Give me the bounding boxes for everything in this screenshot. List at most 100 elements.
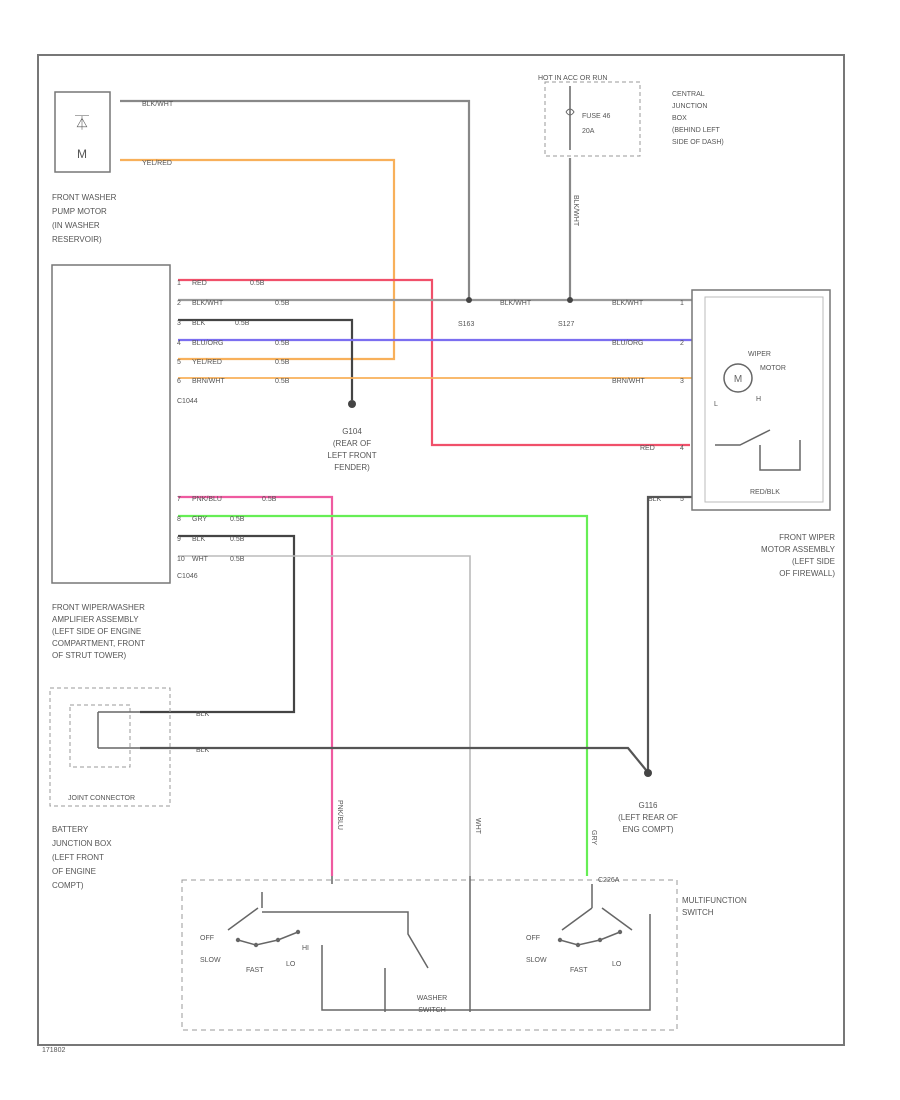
connector-c1044-pins: 1 RED 0.5B 2 BLK/WHT 0.5B 3 BLK 0.5B 4 B… — [177, 280, 290, 405]
wiper-motor-inner-box — [704, 296, 824, 503]
c1044-pin-5: 5 — [177, 359, 181, 366]
c1044-size-1: 0.5B — [250, 280, 265, 287]
motor-pin-bluorg: BLU/ORG — [612, 340, 644, 347]
wiper-assembly-label-3: (LEFT SIDE — [792, 557, 835, 566]
switch1-pos-hi: HI — [302, 945, 309, 952]
bus-wire-label-2: BLK/WHT — [612, 300, 644, 307]
connector-c1046-label: C1046 — [177, 573, 198, 580]
amplifier-label-3: (LEFT SIDE OF ENGINE — [52, 627, 141, 636]
splice-s127-dot — [567, 297, 573, 303]
motor-pin-brnwht: BRN/WHT — [612, 378, 645, 385]
switch2-pos-fast: FAST — [570, 967, 588, 974]
wiper-assembly-label-4: OF FIREWALL) — [779, 569, 835, 578]
switch2-contacts — [559, 931, 621, 946]
central-jb-label-3: BOX — [672, 115, 687, 122]
connector-c226a-label: C226A — [598, 877, 620, 884]
c1046-size-8: 0.5B — [230, 516, 245, 523]
multifunction-switch-outline — [181, 879, 678, 1031]
motor-terminal-h: H — [756, 396, 761, 403]
switch1-contact-4 — [295, 929, 301, 935]
switch2-contact-2 — [575, 942, 581, 948]
switch2-wiring — [561, 884, 633, 931]
ground-g116-dot — [644, 769, 652, 777]
c1046-pin-7: 7 — [177, 496, 181, 503]
switch1-pos-lo: LO — [286, 961, 296, 968]
figure-id: 171802 — [42, 1047, 65, 1054]
connector-c1046-pins: 7 PNK/BLU 0.5B 8 GRY 0.5B 9 BLK 0.5B 10 … — [177, 496, 277, 580]
pump-wire-blk-wht-label: BLK/WHT — [142, 101, 174, 108]
ground-g104-dot — [348, 400, 356, 408]
joint-wire-blk-1: BLK — [196, 711, 210, 718]
switch2-pos-off: OFF — [526, 935, 540, 942]
amplifier-label-1: FRONT WIPER/WASHER — [52, 603, 145, 612]
connector-c1044-label: C1044 — [177, 398, 198, 405]
c1046-wire-10: WHT — [192, 556, 209, 563]
wiper-motor-label-2: MOTOR — [760, 365, 786, 372]
c1044-pin-2: 2 — [177, 300, 181, 307]
pump-motor-label-1: FRONT WASHER — [52, 193, 117, 202]
c1044-pin-3: 3 — [177, 320, 181, 327]
amplifier-label-2: AMPLIFIER ASSEMBLY — [52, 615, 139, 624]
multifunction-label-2: SWITCH — [682, 908, 714, 917]
pump-wire-yel-red-label: YEL/RED — [142, 160, 172, 167]
c1044-wire-4: BLU/ORG — [192, 340, 224, 347]
c1044-pin-1: 1 — [177, 280, 181, 287]
wiper-motor-icon — [723, 363, 753, 393]
g104-label-3: LEFT FRONT — [327, 451, 376, 460]
c1044-wire-3: BLK — [192, 320, 206, 327]
c1046-size-10: 0.5B — [230, 556, 245, 563]
battery-jb-label-4: OF ENGINE — [52, 867, 96, 876]
switch1-pos-slow: SLOW — [200, 957, 221, 964]
c1044-wire-6: BRN/WHT — [192, 378, 225, 385]
motor-terminal-l: L — [714, 401, 718, 408]
central-jb-label-5: SIDE OF DASH) — [672, 139, 724, 146]
central-jb-label-2: JUNCTION — [672, 103, 707, 110]
motor-pin-num-3: 3 — [680, 378, 684, 385]
joint-connector-bus — [97, 711, 140, 749]
wire-pnk-blu — [178, 495, 334, 876]
wiper-assembly-label-1: FRONT WIPER — [779, 533, 835, 542]
motor-pin-red: RED — [640, 445, 655, 452]
c1046-size-9: 0.5B — [230, 536, 245, 543]
central-junction-box-outline — [544, 81, 641, 157]
g116-label-3: ENG COMPT) — [622, 825, 673, 834]
fuse-symbol — [565, 108, 575, 116]
pump-motor-motor-icon: M — [77, 147, 87, 161]
pump-motor-box — [54, 91, 111, 173]
pump-motor-symbol: ⏄ — [75, 115, 89, 131]
switch2-pos-slow: SLOW — [526, 957, 547, 964]
g104-label-4: FENDER) — [334, 463, 370, 472]
joint-connector-outline — [49, 687, 171, 807]
g116-label-2: (LEFT REAR OF — [618, 813, 678, 822]
switch-wire-pnk-blu: PNK/BLU — [336, 800, 343, 830]
c1044-size-2: 0.5B — [275, 300, 290, 307]
splice-s127-label: S127 — [558, 321, 574, 328]
g116-label-1: G116 — [639, 801, 659, 810]
c1046-wire-8: GRY — [192, 516, 207, 523]
pump-motor-label-4: RESERVOIR) — [52, 235, 102, 244]
motor-pin-num-5: 5 — [680, 496, 684, 503]
fuse-feed-wire-label: BLK/WHT — [572, 195, 579, 227]
switch-wire-wht: WHT — [474, 818, 481, 835]
c1044-pin-6: 6 — [177, 378, 181, 385]
c1044-size-3: 0.5B — [235, 320, 250, 327]
diagram-frame — [37, 54, 845, 1046]
c1044-wire-2: BLK/WHT — [192, 300, 224, 307]
motor-pin-blk: BLK — [648, 496, 662, 503]
wiper-assembly-label-2: MOTOR ASSEMBLY — [761, 545, 836, 554]
motor-pin-num-1: 1 — [680, 300, 684, 307]
wire-blk-g116 — [140, 746, 647, 771]
bus-wire-label-1: BLK/WHT — [500, 300, 532, 307]
joint-connector-box — [69, 704, 131, 768]
joint-wire-blk-2: BLK — [196, 747, 210, 754]
c1046-wire-7: PNK/BLU — [192, 496, 222, 503]
splice-s163-dot — [466, 297, 472, 303]
c1046-size-7: 0.5B — [262, 496, 277, 503]
joint-connector-label: JOINT CONNECTOR — [68, 795, 135, 802]
c1044-wire-1: RED — [192, 280, 207, 287]
c1044-pin-4: 4 — [177, 340, 181, 347]
amplifier-label-5: OF STRUT TOWER) — [52, 651, 127, 660]
switch1-contact-3 — [275, 937, 281, 943]
wiper-motor-m: M — [734, 374, 742, 385]
wire-blk-wht-pump — [120, 99, 471, 300]
